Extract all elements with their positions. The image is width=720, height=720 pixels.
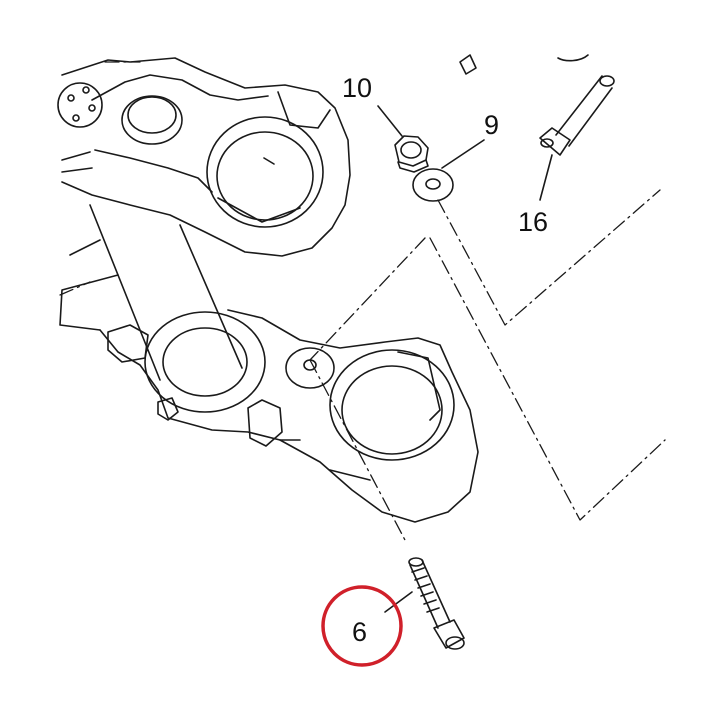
assembly-center-lines: [59, 61, 666, 541]
callout-label-9: 9: [484, 110, 500, 140]
partial-screw-top: [459, 54, 589, 75]
steering-stem: [59, 204, 243, 381]
leader-line-10: [377, 105, 403, 137]
callout-label-16: 16: [518, 207, 549, 237]
upper-triple-clamp: [57, 57, 351, 257]
washer-part: [412, 168, 454, 202]
cap-screw-16-part: [539, 75, 615, 156]
lower-triple-clamp: [99, 309, 479, 523]
leader-line-9: [441, 139, 485, 169]
highlight-circle: [321, 585, 403, 667]
long-bolt-6-part: [408, 557, 465, 650]
callout-label-10: 10: [342, 73, 373, 103]
leader-line-16: [539, 154, 553, 201]
callout-label-6: 6: [352, 617, 368, 647]
flange-nut-part: [394, 135, 429, 173]
leader-line-6: [384, 591, 413, 613]
